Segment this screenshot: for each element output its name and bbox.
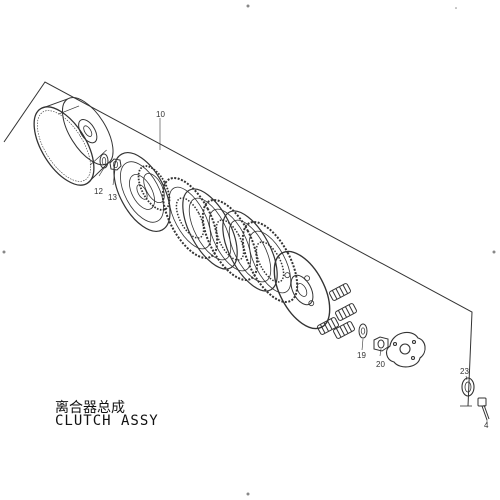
callout-4: 4: [484, 421, 489, 430]
bearing-part-23: [461, 377, 475, 397]
title-chinese: 离合器总成: [55, 400, 125, 416]
holder-part-20: [373, 336, 389, 352]
callout-23: 23: [460, 367, 469, 376]
washer-part-12: [99, 153, 109, 169]
callout-10: 10: [156, 110, 165, 119]
bolt-part-4: [477, 397, 490, 421]
callout-19: 19: [357, 351, 366, 360]
clutch-springs: [317, 283, 357, 339]
clutch-housing: [33, 97, 114, 186]
inner-gear: [137, 165, 171, 211]
registration-marks: [2, 4, 496, 496]
callout-20: 20: [376, 360, 385, 369]
callout-13: 13: [108, 193, 117, 202]
friction-disc-stack: [161, 177, 299, 303]
callout-12: 12: [94, 187, 103, 196]
pressure-disc-part-10: [113, 152, 171, 232]
lifter-plate: [385, 331, 426, 368]
leader-lines: [98, 118, 488, 424]
title-english: CLUTCH ASSY: [55, 413, 159, 429]
washer-part-19: [358, 323, 368, 339]
assembly-frame: [3, 81, 473, 407]
